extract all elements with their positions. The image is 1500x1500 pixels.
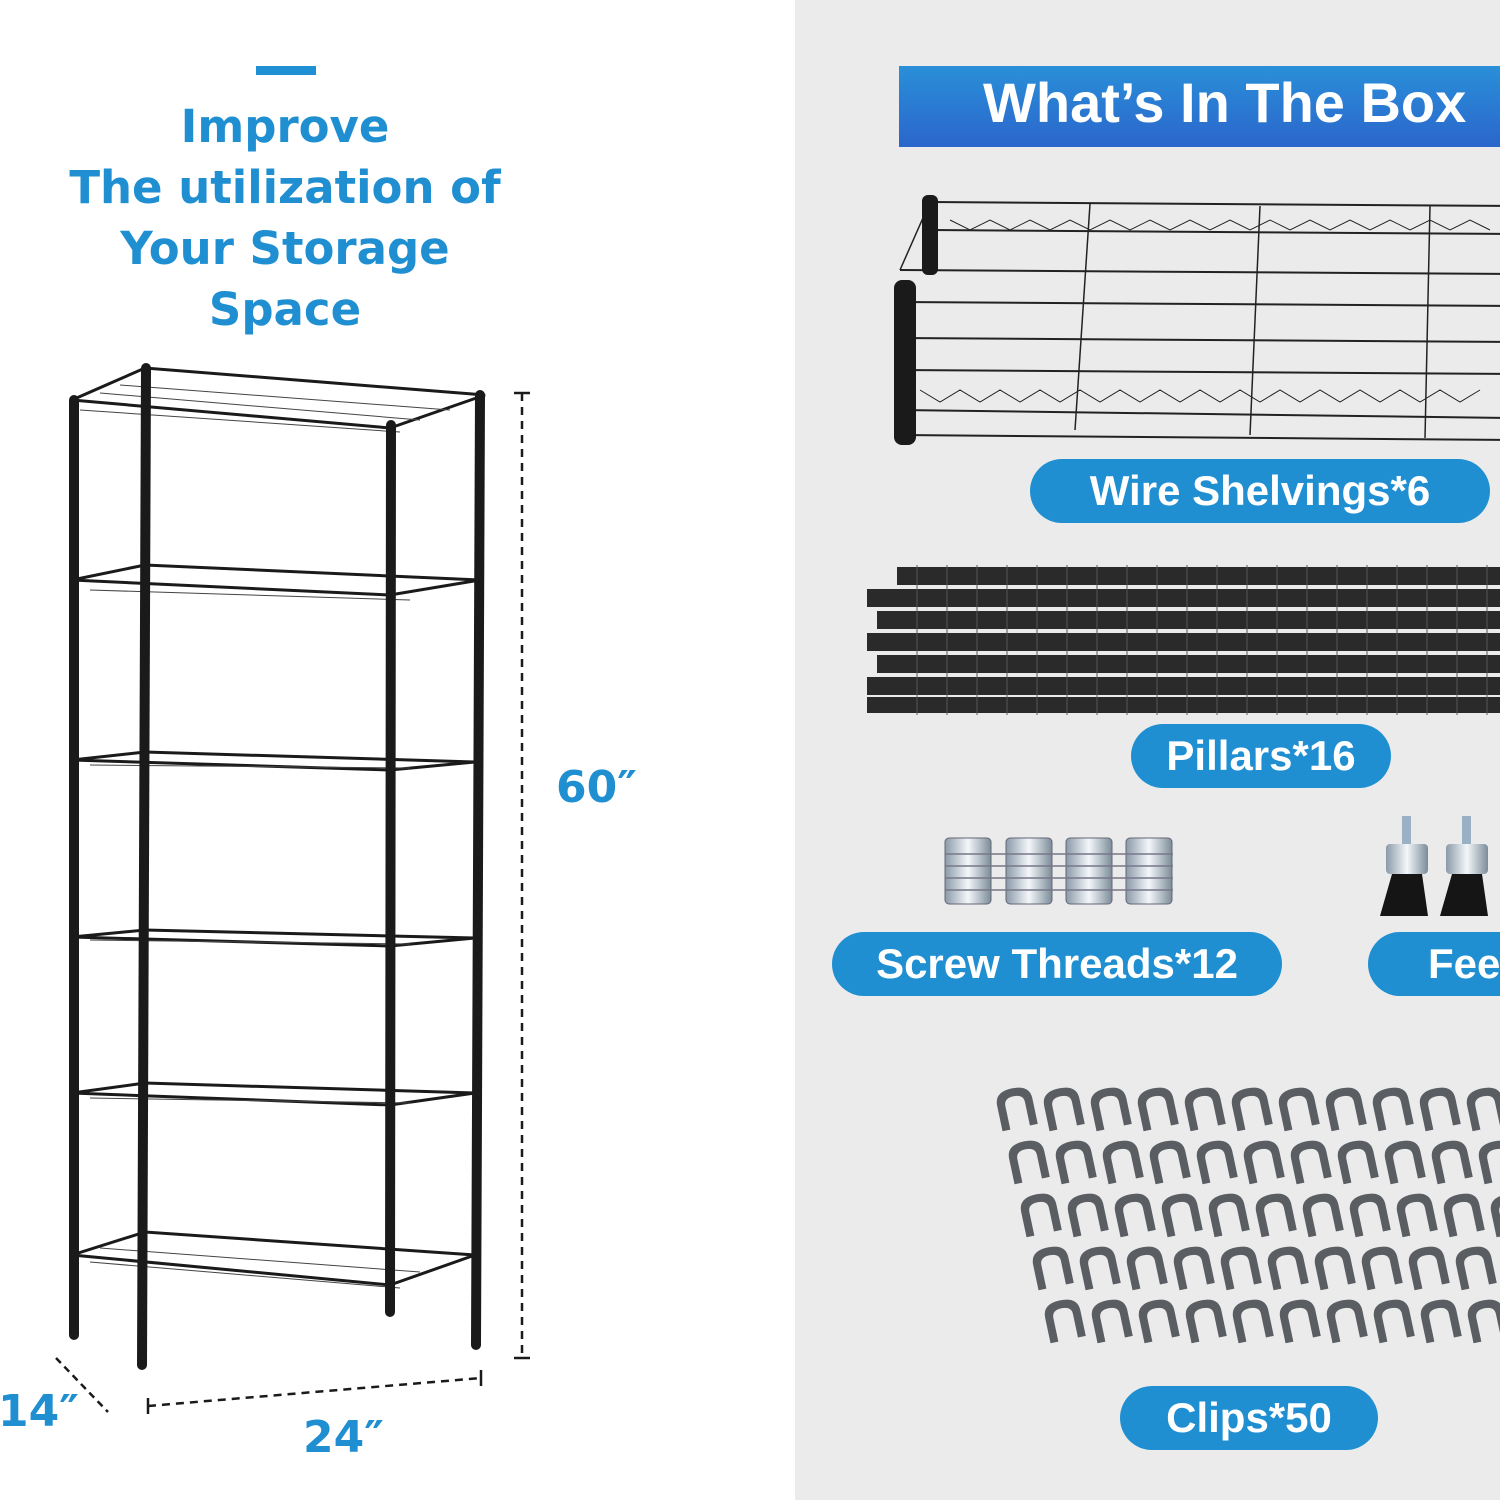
clip-icon bbox=[1149, 1140, 1191, 1185]
clip-icon bbox=[1102, 1140, 1144, 1185]
clip-icon bbox=[1384, 1140, 1426, 1185]
clip-icon bbox=[1326, 1299, 1368, 1344]
clips-image bbox=[996, 1087, 1500, 1344]
headline-line: Improve bbox=[180, 100, 390, 153]
clip-icon bbox=[1420, 1299, 1462, 1344]
pillars-image bbox=[867, 565, 1500, 715]
clip-icon bbox=[1408, 1246, 1450, 1291]
clip-icon bbox=[1396, 1193, 1438, 1238]
clip-icon bbox=[1243, 1140, 1285, 1185]
wire-shelves-image bbox=[894, 195, 1500, 445]
clip-icon bbox=[1279, 1299, 1321, 1344]
clip-icon bbox=[1055, 1140, 1097, 1185]
clip-icon bbox=[1490, 1193, 1500, 1238]
item-label-wire-shelvings: Wire Shelvings*6 bbox=[1030, 459, 1490, 523]
clip-icon bbox=[1443, 1193, 1485, 1238]
clip-icon bbox=[1455, 1246, 1497, 1291]
depth-dimension-label: 14″ bbox=[0, 1386, 79, 1437]
clip-icon bbox=[1161, 1193, 1203, 1238]
item-label-pillars: Pillars*16 bbox=[1131, 724, 1391, 788]
product-dimension-panel: Improve The utilization of Your Storage … bbox=[0, 66, 637, 1463]
clip-icon bbox=[1267, 1246, 1309, 1291]
clip-icon bbox=[1196, 1140, 1238, 1185]
clip-icon bbox=[1114, 1193, 1156, 1238]
clip-icon bbox=[1290, 1140, 1332, 1185]
screw-threads-image bbox=[944, 837, 1173, 905]
whats-in-the-box-panel: What’s In The Box Wire Shelvings*6 Pilla… bbox=[795, 0, 1500, 1500]
clip-icon bbox=[1126, 1246, 1168, 1291]
width-dimension-label: 24″ bbox=[303, 1412, 384, 1463]
clip-icon bbox=[1373, 1299, 1415, 1344]
clip-icon bbox=[1208, 1193, 1250, 1238]
clip-icon bbox=[996, 1087, 1038, 1132]
clip-icon bbox=[1137, 1087, 1179, 1132]
clip-icon bbox=[1419, 1087, 1461, 1132]
clip-icon bbox=[1349, 1193, 1391, 1238]
headline: Improve The utilization of Your Storage … bbox=[40, 96, 530, 340]
clip-icon bbox=[1184, 1087, 1226, 1132]
clip-icon bbox=[1232, 1299, 1274, 1344]
leveling-feet-image bbox=[1380, 816, 1488, 916]
title-text: What’s In The Box bbox=[983, 71, 1467, 134]
clip-icon bbox=[1467, 1299, 1500, 1344]
clip-icon bbox=[1431, 1140, 1473, 1185]
clip-icon bbox=[1372, 1087, 1414, 1132]
item-label-clips: Clips*50 bbox=[1120, 1386, 1378, 1450]
clip-icon bbox=[1090, 1087, 1132, 1132]
clip-icon bbox=[1466, 1087, 1500, 1132]
item-label-screw-threads: Screw Threads*12 bbox=[832, 932, 1282, 996]
clip-icon bbox=[1361, 1246, 1403, 1291]
headline-line: Space bbox=[208, 283, 362, 336]
clip-icon bbox=[1032, 1246, 1074, 1291]
clip-icon bbox=[1091, 1299, 1133, 1344]
clip-icon bbox=[1278, 1087, 1320, 1132]
headline-line: Your Storage bbox=[120, 222, 450, 275]
clip-icon bbox=[1067, 1193, 1109, 1238]
clip-icon bbox=[1020, 1193, 1062, 1238]
clip-icon bbox=[1220, 1246, 1262, 1291]
clip-icon bbox=[1302, 1193, 1344, 1238]
accent-bar bbox=[256, 66, 316, 75]
clip-icon bbox=[1255, 1193, 1297, 1238]
clip-icon bbox=[1079, 1246, 1121, 1291]
headline-line: The utilization of bbox=[69, 161, 501, 214]
clip-icon bbox=[1008, 1140, 1050, 1185]
shelving-unit-image bbox=[55, 363, 530, 1414]
clip-icon bbox=[1043, 1087, 1085, 1132]
clip-icon bbox=[1314, 1246, 1356, 1291]
clip-icon bbox=[1044, 1299, 1086, 1344]
clip-icon bbox=[1173, 1246, 1215, 1291]
clip-icon bbox=[1478, 1140, 1500, 1185]
item-label-feet: Feet bbox=[1368, 932, 1500, 996]
clip-icon bbox=[1138, 1299, 1180, 1344]
clip-icon bbox=[1337, 1140, 1379, 1185]
clip-icon bbox=[1325, 1087, 1367, 1132]
clip-icon bbox=[1231, 1087, 1273, 1132]
height-dimension-label: 60″ bbox=[556, 762, 637, 813]
title-banner: What’s In The Box bbox=[899, 66, 1500, 147]
clip-icon bbox=[1185, 1299, 1227, 1344]
